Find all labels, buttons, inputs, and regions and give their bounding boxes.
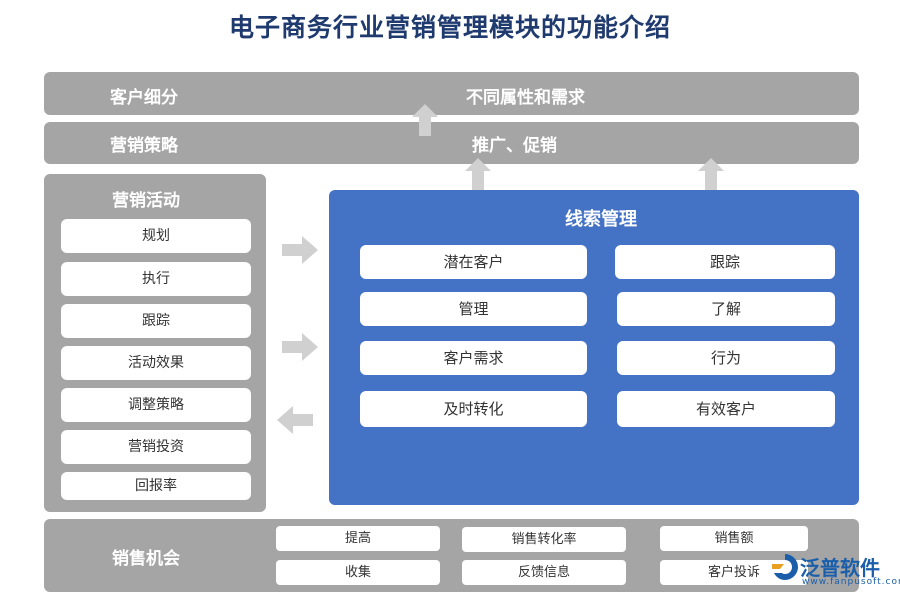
sales-item: 销售转化率 [462,527,626,552]
sales-item: 反馈信息 [462,560,626,585]
marketing-strategy-label: 营销策略 [110,136,178,156]
sales-opportunity-band: 销售机会 提高 销售转化率 销售额 收集 反馈信息 客户投诉 [44,519,859,592]
lead-management-panel: 线索管理 潜在客户 管理 客户需求 及时转化 跟踪 了解 行为 有效客户 [329,190,859,505]
lead-item: 了解 [617,292,835,326]
activity-item: 营销投资 [61,430,251,464]
activity-item: 回报率 [61,472,251,500]
marketing-activity-panel: 营销活动 规划 执行 跟踪 活动效果 调整策略 营销投资 回报率 [44,174,266,512]
sales-item: 提高 [276,526,440,551]
sales-item: 销售额 [660,526,808,551]
lead-item: 潜在客户 [360,245,587,279]
logo-url: www.fanpusoft.com [802,577,900,587]
lead-item: 管理 [360,292,587,326]
lead-item: 跟踪 [615,245,835,279]
fanpu-logo: 泛普软件 www.fanpusoft.com [770,550,900,590]
sales-item: 收集 [276,560,440,585]
up-arrow-icon [698,158,724,190]
marketing-activity-label: 营销活动 [112,191,180,211]
customer-segment-content: 不同属性和需求 [466,88,585,108]
customer-segment-label: 客户细分 [110,88,178,108]
lead-item: 及时转化 [360,391,587,427]
right-arrow-icon [282,333,318,361]
sales-opportunity-label: 销售机会 [112,549,180,569]
lead-item: 有效客户 [617,391,835,427]
logo-icon [772,554,798,580]
activity-item: 规划 [61,219,251,253]
lead-item: 行为 [617,341,835,375]
lead-management-label: 线索管理 [565,209,637,230]
logo-name: 泛普软件 [800,556,880,580]
customer-segment-band: 客户细分 不同属性和需求 [44,72,859,115]
lead-item: 客户需求 [360,341,587,375]
marketing-strategy-band: 营销策略 推广、促销 [44,122,859,164]
up-arrow-icon [412,104,438,136]
left-arrow-icon [277,406,313,434]
marketing-strategy-content: 推广、促销 [472,136,557,156]
right-arrow-icon [282,236,318,264]
activity-item: 调整策略 [61,388,251,422]
activity-item: 活动效果 [61,346,251,380]
activity-item: 跟踪 [61,304,251,338]
activity-item: 执行 [61,262,251,296]
up-arrow-icon [465,158,491,190]
page-title: 电子商务行业营销管理模块的功能介绍 [228,13,671,42]
